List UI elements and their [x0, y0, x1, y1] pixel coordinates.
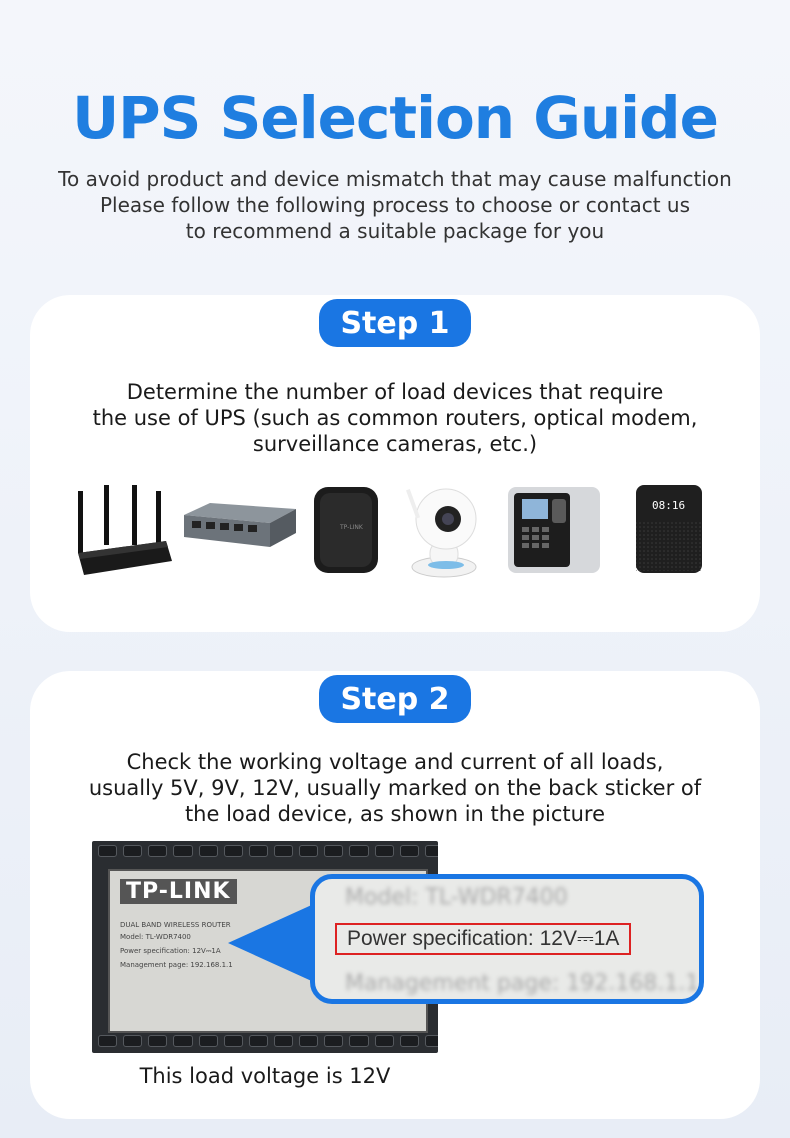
zoom-callout: Model: TL-WDR7400 Power specification: 1… [310, 874, 704, 1004]
device-images: TP-LINK 08 [74, 481, 724, 581]
brand-logo: TP-LINK [120, 879, 237, 904]
step-2-badge: Step 2 [319, 675, 471, 723]
step-2-line-2: usually 5V, 9V, 12V, usually marked on t… [88, 776, 702, 800]
subtitle-line-2: Please follow the following process to c… [99, 193, 691, 217]
security-camera-image [406, 488, 477, 578]
router-image [78, 485, 172, 575]
zoom-management-text: Management page: 192.168.1.1 [345, 971, 700, 996]
zoom-model-text: Model: TL-WDR7400 [345, 885, 568, 910]
voltage-caption: This load voltage is 12V [139, 1064, 391, 1088]
vent-grill-bottom [92, 1035, 438, 1049]
subtitle-line-3: to recommend a suitable package for you [185, 219, 605, 243]
step-1-line-2: the use of UPS (such as common routers, … [92, 406, 698, 430]
network-switch-image [184, 503, 296, 547]
subtitle-line-1: To avoid product and device mismatch tha… [58, 167, 732, 191]
sticker-line-1: DUAL BAND WIRELESS ROUTER [120, 921, 231, 929]
subtitle: To avoid product and device mismatch tha… [0, 166, 790, 244]
step-2-line-1: Check the working voltage and current of… [126, 750, 664, 774]
sticker-line-3: Power specification: 12V⎓1A [120, 947, 221, 955]
optical-modem-image: TP-LINK [314, 487, 378, 573]
zoom-pointer [228, 903, 316, 983]
step-1-line-1: Determine the number of load devices tha… [126, 380, 664, 404]
speaker-display: 08:16 [652, 499, 685, 512]
power-specification-highlight: Power specification: 12V⎓1A [335, 923, 632, 955]
smart-speaker-image: 08:16 [636, 485, 702, 573]
step-1-line-3: surveillance cameras, etc.) [252, 432, 538, 456]
sticker-line-4: Management page: 192.168.1.1 [120, 961, 233, 969]
svg-text:TP-LINK: TP-LINK [339, 524, 364, 531]
step-1-description: Determine the number of load devices tha… [30, 379, 760, 457]
attendance-machine-image [508, 487, 600, 573]
sticker-line-2: Model: TL-WDR7400 [120, 933, 191, 941]
step-2-description: Check the working voltage and current of… [30, 749, 760, 827]
step-2-line-3: the load device, as shown in the picture [184, 802, 606, 826]
step-1-card: Step 1 Determine the number of load devi… [30, 295, 760, 632]
vent-grill-top [92, 845, 438, 859]
step-1-badge: Step 1 [319, 299, 471, 347]
page-title: UPS Selection Guide [72, 84, 719, 152]
step-2-card: Step 2 Check the working voltage and cur… [30, 671, 760, 1119]
